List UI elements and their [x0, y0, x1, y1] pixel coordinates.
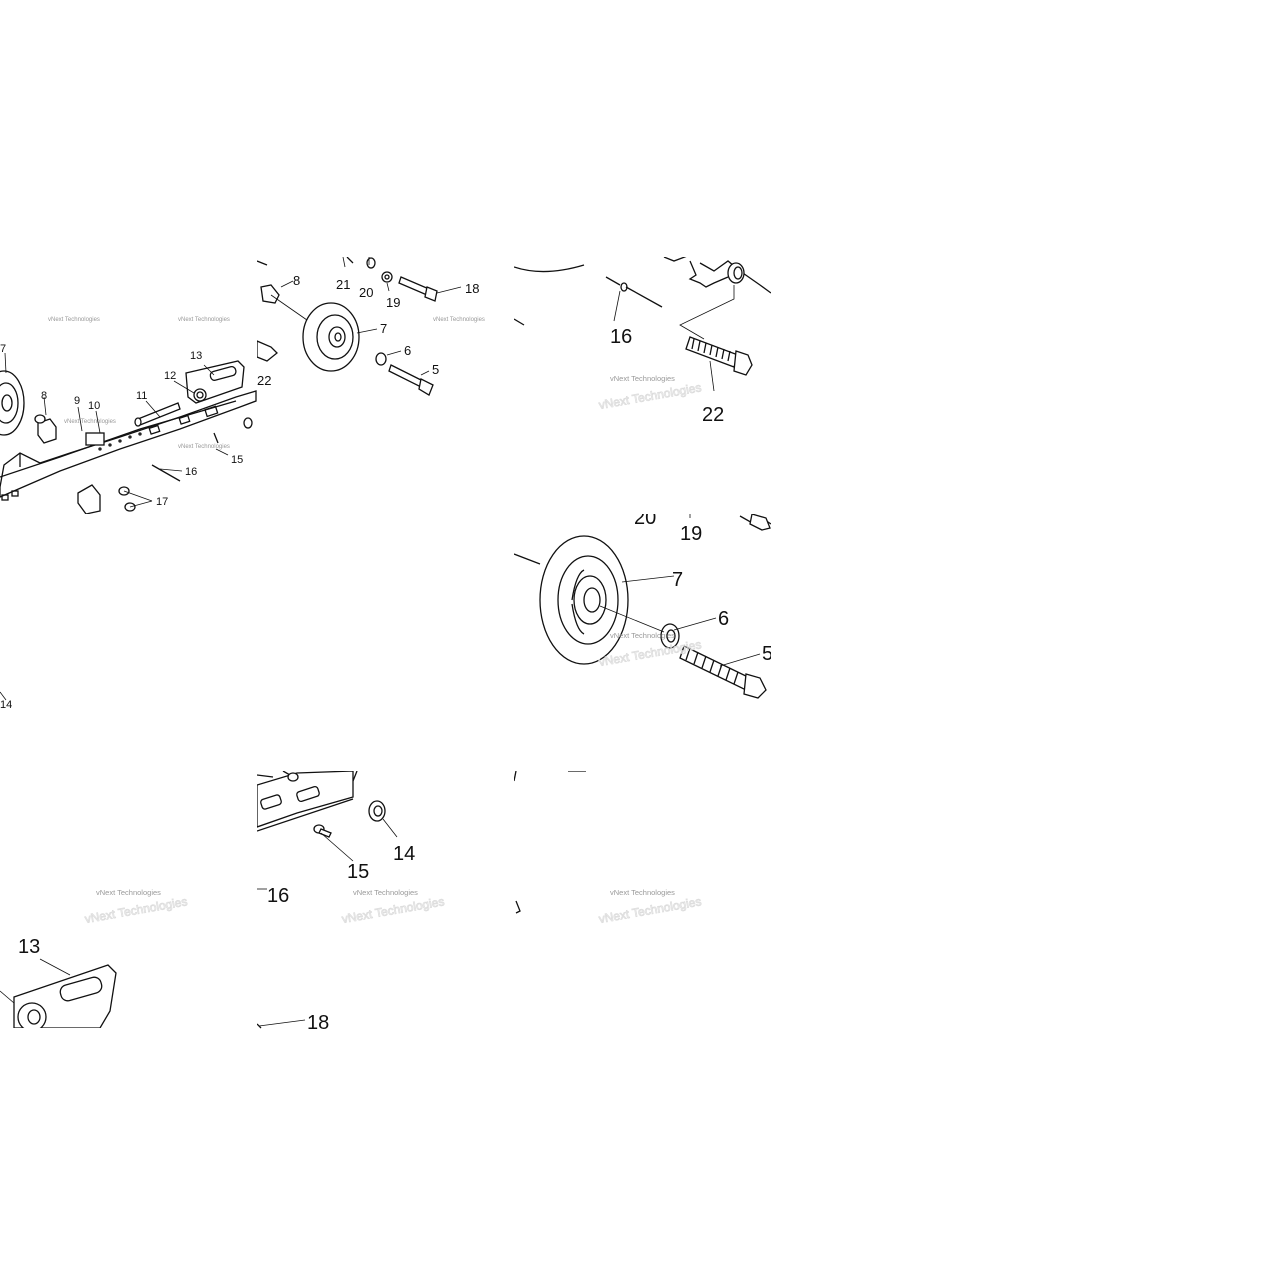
callout-6: 6 [718, 608, 729, 630]
axle-bracket [260, 284, 280, 304]
rail-nut-drawing: vNext Technologies vNext Technologies 14… [257, 771, 446, 927]
rail-nut-detail-tile: vNext Technologies vNext Technologies 14… [257, 771, 514, 1028]
nut [243, 417, 253, 429]
callout-11: 11 [136, 390, 147, 402]
overview-parts-drawing: vNext Technologies vNext Technologies vN… [0, 317, 257, 514]
callout-22: 22 [257, 373, 271, 388]
watermark: vNext Technologies [610, 888, 675, 897]
watermark: vNext Technologies [433, 317, 485, 323]
pin-bolt-detail-tile: vNext Technologies vNext Technologies 16… [514, 257, 771, 514]
callout-14: 14 [393, 843, 415, 865]
overview-diagram-tile: vNext Technologies vNext Technologies vN… [0, 257, 257, 514]
wheel-detail-tile: vNext Technologies [257, 257, 514, 514]
watermark-ghost: vNext Technologies [598, 380, 703, 412]
rear-plate [185, 360, 245, 404]
watermark-ghost: vNext Technologies [84, 894, 189, 926]
bottom-right-fragment-tile: vNext Technologies vNext Technologies [514, 771, 771, 1028]
watermark-ghost: vNext Technologies [598, 894, 703, 926]
cotter-pin [151, 464, 181, 482]
leader-line [0, 691, 7, 701]
bolt-22 [685, 336, 753, 376]
rear-plate-drawing: vNext Technologies vNext Technologies 13 [0, 888, 189, 1028]
callout-7: 7 [672, 569, 683, 591]
watermark: vNext Technologies [178, 317, 230, 323]
callout-8: 8 [41, 390, 47, 402]
callout-17: 17 [156, 496, 168, 508]
watermark: vNext Technologies [610, 631, 675, 640]
callout-7: 7 [380, 321, 387, 336]
callout-7: 7 [0, 343, 6, 355]
washer [381, 271, 393, 283]
callout-21: 21 [336, 277, 350, 292]
washer-6 [375, 352, 387, 366]
slide-rail [0, 390, 257, 501]
cotter-pin [605, 276, 663, 308]
callout-20: 20 [359, 285, 373, 300]
callout-18: 18 [465, 281, 479, 296]
watermark: vNext Technologies [48, 317, 100, 323]
callout-19: 19 [386, 295, 400, 310]
spacer [366, 257, 376, 269]
callout-20: 20 [634, 514, 656, 529]
wheel-zoom-drawing: vNext Technologies vNext Technologies 20… [514, 514, 771, 699]
callout-13: 13 [190, 350, 202, 362]
watermark: vNext Technologies [178, 444, 230, 450]
nut-14 [368, 800, 386, 822]
callout-14: 14 [0, 699, 12, 711]
bolt-22 [257, 340, 278, 362]
callout-22: 22 [702, 404, 724, 426]
callout-10: 10 [88, 400, 100, 412]
idler-wheel [302, 302, 360, 372]
callout-18: 18 [307, 1012, 329, 1034]
callout-5: 5 [762, 643, 771, 665]
callout-13: 13 [18, 936, 40, 958]
callout-15: 15 [347, 861, 369, 883]
callout-16: 16 [185, 466, 197, 478]
bolt-5 [679, 645, 767, 699]
screw-15 [313, 824, 332, 838]
watermark-ghost: vNext Technologies [341, 894, 446, 926]
slide-rail [257, 771, 354, 832]
axle-bracket [34, 414, 57, 444]
pin-bolt-drawing: vNext Technologies vNext Technologies 16… [514, 257, 771, 426]
watermark: vNext Technologies [64, 419, 116, 425]
overview-continuation-tile: 14 [0, 514, 257, 771]
callout-18-row: 18 [257, 1000, 514, 1040]
watermark: vNext Technologies [610, 374, 675, 383]
watermark: vNext Technologies [96, 888, 161, 897]
callout-15: 15 [231, 454, 243, 466]
lower-bracket [77, 484, 101, 514]
callout-12: 12 [164, 370, 176, 382]
adjuster-block [85, 432, 105, 446]
watermark: vNext Technologies [353, 888, 418, 897]
idler-wheel [539, 535, 629, 665]
rear-plate-detail-tile: vNext Technologies vNext Technologies 13 [0, 771, 257, 1028]
callout-16: 16 [267, 885, 289, 907]
bolt-5 [388, 364, 434, 396]
callout-16: 16 [610, 326, 632, 348]
wheel-parts-drawing: vNext Technologies [257, 257, 485, 396]
bolt-fragment [749, 514, 771, 531]
wheel-zoom-tile: vNext Technologies vNext Technologies 20… [514, 514, 771, 771]
idler-wheel [0, 370, 25, 436]
bolt-18 [398, 276, 438, 302]
callout-9: 9 [74, 395, 80, 407]
adjuster-bolt [134, 402, 181, 427]
bracket-housing [663, 257, 771, 294]
callout-6: 6 [404, 343, 411, 358]
callout-5: 5 [432, 362, 439, 377]
rear-plate [13, 964, 117, 1028]
screw [213, 432, 219, 444]
callout-8: 8 [293, 273, 300, 288]
leader-lines [4, 352, 229, 508]
callout-19: 19 [680, 523, 702, 545]
